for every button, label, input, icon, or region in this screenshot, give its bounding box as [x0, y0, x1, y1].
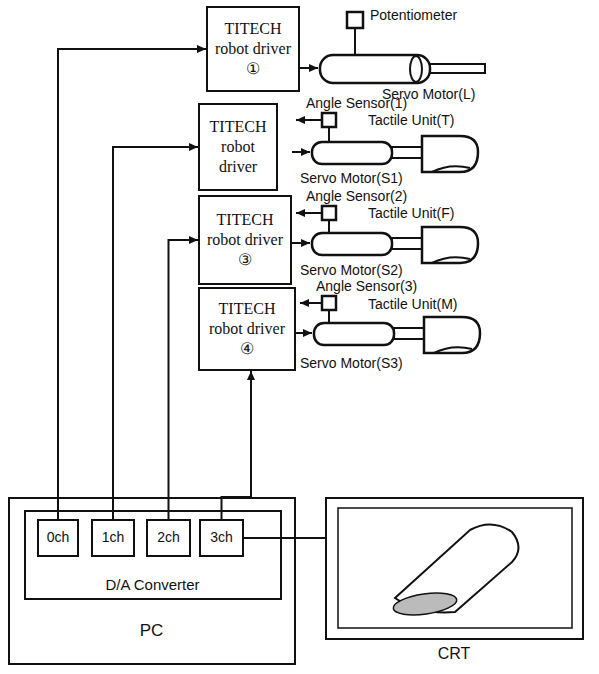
signal-line — [244, 537, 325, 539]
channel-box: 0ch — [37, 519, 79, 557]
callout-number: ① — [246, 59, 260, 79]
node-label: D/A Converter — [105, 576, 199, 593]
potentiometer-symbol — [347, 12, 363, 28]
node-label: CRT — [438, 645, 471, 663]
pc-box: PC D/A Converter 0ch 1ch 2ch 3ch — [8, 497, 296, 665]
node-label: TITECH robot driver — [211, 19, 295, 59]
callout-number: ④ — [240, 339, 254, 359]
part-label: Angle Sensor(2) — [306, 188, 407, 204]
node-label: PC — [140, 621, 164, 641]
node-label: 3ch — [210, 529, 233, 547]
channel-box: 3ch — [199, 519, 244, 557]
node-label: TITECH robot driver — [203, 299, 291, 339]
part-label: Tactile Unit(F) — [368, 205, 454, 221]
part-label: Tactile Unit(M) — [368, 296, 457, 312]
driver-box: TITECH robot driver① — [206, 6, 300, 92]
motor-shaft — [430, 64, 485, 73]
node-label: 1ch — [102, 529, 125, 547]
servo-motor — [312, 142, 392, 164]
angle-sensor — [322, 113, 336, 127]
tactile-unit — [422, 136, 478, 172]
part-label: Servo Motor(S3) — [300, 355, 403, 371]
driver-box: TITECH robot driver④ — [198, 287, 296, 371]
angle-sensor — [322, 296, 336, 310]
signal-line — [169, 240, 199, 519]
servo-motor — [320, 55, 430, 83]
driver-box: TITECH robot driver — [198, 103, 278, 191]
node-label: 2ch — [157, 529, 180, 547]
node-label: TITECH robot driver — [203, 117, 273, 177]
tactile-unit — [424, 317, 480, 353]
driver-box: TITECH robot driver③ — [198, 195, 292, 285]
channel-box: 1ch — [91, 519, 135, 557]
node-label: 0ch — [47, 529, 70, 547]
signal-line — [113, 147, 198, 519]
node-label: TITECH robot driver — [203, 210, 287, 250]
servo-motor — [312, 233, 392, 255]
part-label: Angle Sensor(3) — [316, 278, 417, 294]
angle-sensor — [322, 206, 336, 220]
part-label: Potentiometer — [370, 7, 457, 23]
converter-box: D/A Converter 0ch 1ch 2ch 3ch — [24, 510, 282, 600]
crt-box: CRT — [325, 497, 584, 640]
crt-screen — [338, 508, 572, 628]
part-label: Angle Sensor(1) — [306, 95, 407, 111]
channel-box: 2ch — [146, 519, 191, 557]
callout-number: ③ — [238, 250, 252, 270]
servo-motor — [314, 323, 394, 345]
part-label: Servo Motor(S1) — [300, 170, 403, 186]
signal-line — [58, 49, 206, 519]
part-label: Servo Motor(S2) — [300, 262, 403, 278]
part-label: Tactile Unit(T) — [368, 112, 454, 128]
tactile-unit — [422, 227, 478, 263]
